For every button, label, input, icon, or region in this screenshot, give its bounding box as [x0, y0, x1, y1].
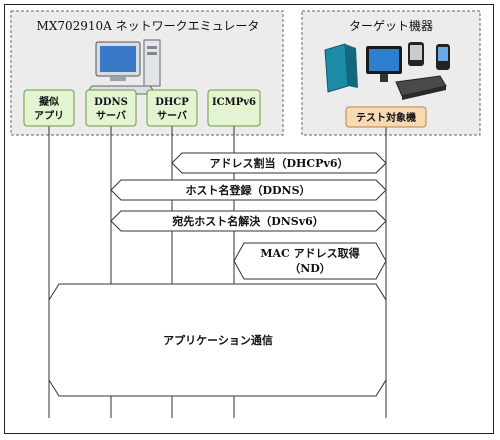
msg-name-resolution: 宛先ホスト名解決（DNSv6）	[171, 214, 324, 228]
target-title: ターゲット機器	[349, 18, 433, 33]
message-application-comm: アプリケーション通信	[48, 283, 387, 397]
msg-mac-line2: （ND）	[289, 262, 331, 275]
box-test-target: テスト対象機	[345, 106, 427, 128]
box-pseudo-app-line2: アプリ	[34, 109, 64, 122]
msg-mac-line1: MAC アドレス取得	[260, 246, 359, 260]
message-host-registration: ホスト名登録（DDNS）	[110, 179, 387, 201]
target-devices-icon	[324, 42, 450, 100]
box-dhcp-line2: サーバ	[157, 110, 187, 122]
diagram-frame	[4, 4, 494, 434]
pc-icon	[85, 39, 161, 95]
msg-host-registration: ホスト名登録（DDNS）	[185, 183, 310, 197]
box-ddns-line2: サーバ	[96, 110, 126, 122]
message-address-assignment: アドレス割当（DHCPv6）	[171, 152, 387, 174]
message-name-resolution: 宛先ホスト名解決（DNSv6）	[110, 210, 387, 232]
box-ddns-server: DDNS サーバ	[85, 89, 137, 127]
emulator-title: MX702910A ネットワークエミュレータ	[37, 19, 260, 33]
test-target-label: テスト対象機	[356, 111, 416, 124]
box-dhcp-line1: DHCP	[155, 97, 189, 108]
box-pseudo-app-line1: 擬似	[39, 95, 59, 108]
box-icmpv6: ICMPv6	[207, 89, 261, 127]
msg-application-comm: アプリケーション通信	[163, 333, 273, 347]
msg-address-assignment: アドレス割当（DHCPv6）	[209, 156, 348, 170]
box-pseudo-app: 擬似 アプリ	[23, 89, 75, 127]
box-ddns-line1: DDNS	[94, 97, 128, 108]
box-dhcp-server: DHCP サーバ	[146, 89, 198, 127]
message-mac-resolution: MAC アドレス取得 （ND）	[233, 242, 387, 280]
box-icmpv6-line1: ICMPv6	[212, 97, 256, 108]
